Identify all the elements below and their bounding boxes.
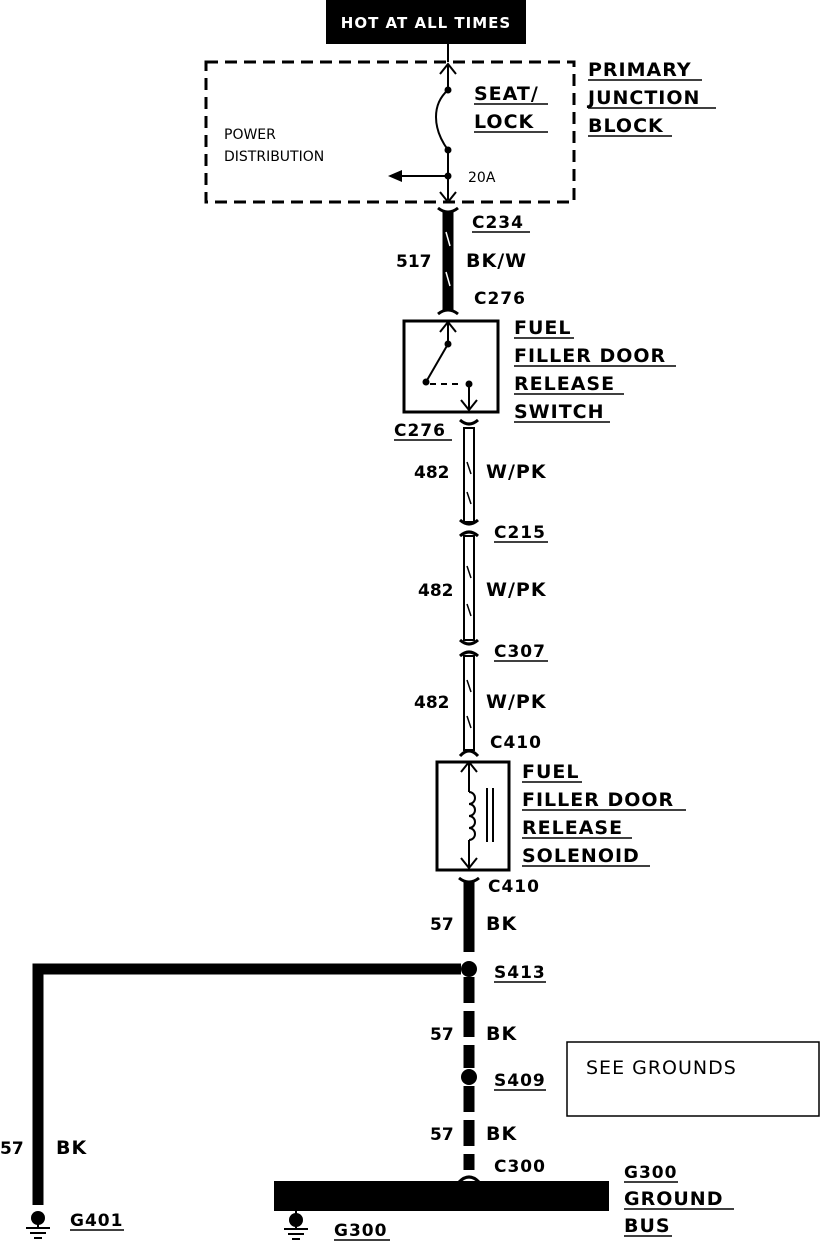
wire-57-b-circuit: 57 [430,1025,454,1045]
connector-c410-bottom-symbol [458,876,480,884]
wire-482-a-color: W/PK [486,461,547,483]
wire-57-c-circuit: 57 [430,1125,454,1145]
wire-482-b-circuit: 482 [418,581,454,601]
fuse-bottom-arrow [439,191,457,204]
splice-s409-label: S409 [494,1071,546,1091]
connector-c276-bottom-label: C276 [394,421,446,441]
ground-bus-name-line-3: BUS [624,1215,671,1237]
splice-s409-dot [461,1069,477,1085]
wire-482-a-circuit: 482 [414,463,450,483]
wire-482-c-circuit: 482 [414,693,450,713]
ground-g401-label: G401 [70,1211,123,1231]
wire-57-b-color: BK [486,1023,517,1045]
switch-name-line-2: FILLER DOOR [514,345,666,367]
wire-57-left-color: BK [56,1137,87,1159]
wire-482-b-stripe-1 [466,565,472,579]
header-badge: HOT AT ALL TIMES [326,0,526,44]
switch-pivot [422,378,430,386]
wire-517-stripe-2 [445,271,451,287]
connector-c307-male [459,638,479,646]
ground-g300-label: G300 [334,1221,387,1241]
junction-block-name-line-2: JUNCTION [586,87,700,109]
fuse-label-line-1: SEAT/ [474,83,539,105]
ground-g401-icon [26,1211,50,1239]
connector-c276-bottom-symbol [459,418,479,426]
fuel-filler-door-release-switch [402,319,500,414]
connector-c276-top-label: C276 [474,289,526,309]
solenoid-name-line-1: FUEL [522,761,580,783]
solenoid-name-line-4: SOLENOID [522,845,640,867]
switch-name-line-4: SWITCH [514,401,605,423]
splice-s413-label: S413 [494,963,546,983]
ground-bus-bar [274,1181,609,1211]
wire-517-circuit: 517 [396,252,432,272]
wire-482-c-color: W/PK [486,691,547,713]
section-label-line-1: POWER [224,127,276,143]
wire-482-c-stripe-1 [466,679,472,693]
fuse-rating: 20A [468,170,496,186]
switch-name-line-3: RELEASE [514,373,615,395]
wire-57-left-circuit: 57 [0,1139,24,1159]
header-text: HOT AT ALL TIMES [341,14,511,32]
fuse-symbol [388,62,457,204]
connector-c300-symbol [457,1175,481,1184]
splice-s413-dot [461,961,477,977]
see-grounds-text: SEE GROUNDS [586,1057,737,1079]
switch-bottom-arrow [460,399,478,412]
wire-482-a-stripe-2 [466,491,472,505]
solenoid-coil-icon [468,791,476,841]
connector-c410-top-label: C410 [490,733,542,753]
fuel-filler-door-release-solenoid [435,760,511,872]
connector-c215-label: C215 [494,523,546,543]
connector-c410-top-symbol [458,749,480,758]
fuse-label-line-2: LOCK [474,111,535,133]
distribution-arrow-icon [388,170,402,182]
connector-c234-symbol [437,206,459,214]
ground-bus-name-line-2: GROUND [624,1188,723,1210]
solenoid-name-line-2: FILLER DOOR [522,789,674,811]
header-badge-background [326,0,526,44]
see-grounds-box [566,1041,820,1117]
ground-g300-icon [284,1211,308,1240]
junction-block-name-line-3: BLOCK [588,115,664,137]
section-label-line-2: DISTRIBUTION [224,149,324,165]
connector-c215-female [459,530,479,538]
wire-57-a-circuit: 57 [430,915,454,935]
switch-blade [425,343,449,383]
switch-name-line-1: FUEL [514,317,572,339]
wire-57-left-branch [32,963,461,1205]
connector-c234-label: C234 [472,213,524,233]
solenoid-bottom-arrow [460,857,478,870]
connector-c276-top-symbol [437,308,459,316]
connector-c410-bottom-label: C410 [488,877,540,897]
connector-c307-label: C307 [494,642,546,662]
wire-517-color: BK/W [466,250,527,272]
wire-482-a-stripe-1 [466,461,472,475]
primary-junction-block: POWER DISTRIBUTION SEAT/ LOCK 20A [204,60,576,204]
wire-482-segment-b [463,535,475,641]
connector-c300-label: C300 [494,1157,546,1177]
wire-482-c-stripe-2 [466,715,472,729]
fuse-element [435,89,449,151]
wire-517-stripe-1 [445,231,451,247]
wire-482-b-color: W/PK [486,579,547,601]
wire-57-c-color: BK [486,1123,517,1145]
wire-482-b-stripe-2 [466,603,472,617]
wire-482-segment-a [463,427,475,523]
solenoid-outline [435,760,511,872]
switch-outline [402,319,500,414]
ground-bus-name-line-1: G300 [624,1163,677,1183]
wire-57-a-color: BK [486,913,517,935]
junction-block-outline [204,60,576,204]
wire-482-segment-c [463,655,475,751]
junction-block-name-line-1: PRIMARY [588,59,692,81]
solenoid-name-line-3: RELEASE [522,817,623,839]
connector-c307-female [459,650,479,658]
connector-c215-male [459,518,479,526]
